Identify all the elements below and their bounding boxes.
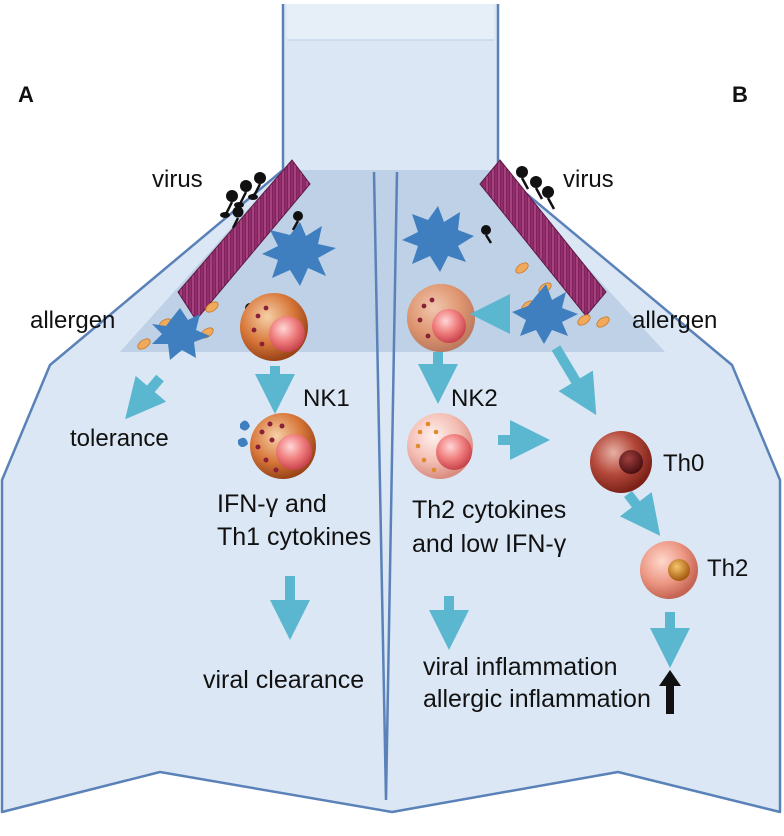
th2-cytokines-line1: Th2 cytokines <box>412 496 567 524</box>
allergen-label-right: allergen <box>632 307 718 334</box>
nk1-cell-icon <box>238 413 316 479</box>
allergen-label-left: allergen <box>30 307 116 334</box>
tolerance-label: tolerance <box>70 425 169 452</box>
panel-label-b: B <box>732 82 748 107</box>
ifn-th1-cytokines-line2: Th1 cytokines <box>217 523 372 551</box>
ifn-th1-cytokines-line1: IFN-γ and <box>217 490 327 518</box>
nk1-label: NK1 <box>303 385 350 412</box>
th0-cell-icon <box>590 431 652 493</box>
viral-clearance-label: viral clearance <box>203 666 365 694</box>
epithelium <box>177 159 607 321</box>
panel-label-a: A <box>18 82 34 107</box>
th0-label: Th0 <box>663 450 705 477</box>
nk2-cell-icon <box>407 413 473 479</box>
nk-cell-icon <box>240 284 475 361</box>
airway-outline <box>0 4 782 814</box>
virus-label-right: virus <box>563 166 614 193</box>
th2-cytokines-line2: and low IFN-γ <box>412 530 567 558</box>
dendritic-cell-icon <box>152 206 578 360</box>
th2-label: Th2 <box>707 555 749 582</box>
flow-arrows <box>125 294 690 668</box>
nk2-label: NK2 <box>451 385 498 412</box>
allergic-inflammation-label: allergic inflammation <box>423 685 651 713</box>
up-arrow-icon <box>659 670 681 714</box>
nk-granules <box>251 297 435 347</box>
virus-label-left: virus <box>152 166 203 193</box>
th2-cell-icon <box>640 541 698 599</box>
viral-inflammation-label: viral inflammation <box>423 653 618 681</box>
